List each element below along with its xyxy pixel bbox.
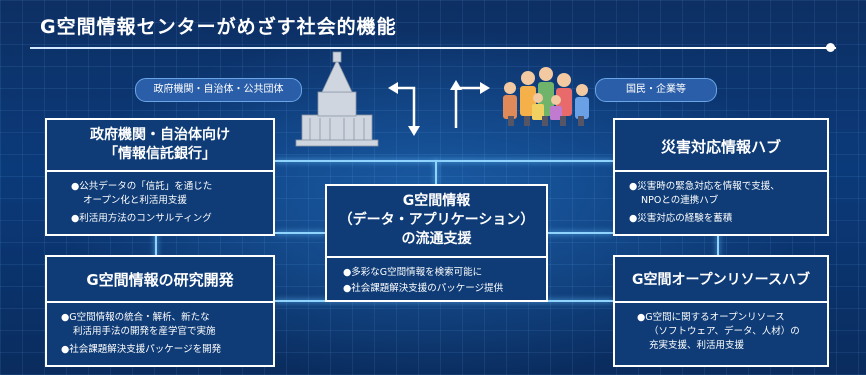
bullet-item: ●災害時の緊急対応を情報で支援、 (629, 181, 780, 192)
bullet-item: NPOとの連携ハブ (641, 195, 719, 206)
bullet-item: オープン化と利活用支援 (83, 195, 187, 206)
connector-center-left (275, 232, 325, 234)
title-underline (30, 47, 836, 49)
bullet-item: ●利活用方法のコンサルティング (71, 213, 212, 224)
box-title: G空間オープンリソースハブ (632, 272, 810, 288)
box-divider (47, 301, 273, 303)
box-title-line2: 「情報信託銀行」 (104, 146, 216, 162)
box-bullets: ●G空間に関するオープンリソース （ソフトウェア、データ、人材）の 充実支援、利… (637, 311, 800, 353)
bullet-item: 利活用手法の開発を産学官で実施 (73, 326, 216, 337)
box-divider (327, 256, 546, 258)
box-open-resource-hub: G空間オープンリソースハブ ●G空間に関するオープンリソース （ソフトウェア、デ… (613, 255, 829, 367)
bullet-item: ●多彩なG空間情報を検索可能に (343, 267, 483, 278)
box-title: G空間情報 （データ・アプリケーション） の流通支援 (327, 192, 546, 249)
bullet-item: ●災害対応の経験を蓄積 (629, 213, 733, 224)
box-title-line1: G空間情報 (402, 193, 471, 209)
bullet-item: ●G空間情報の統合・解析、新たな (61, 312, 210, 323)
box-disaster-response-hub: 災害対応情報ハブ ●災害時の緊急対応を情報で支援、 NPOとの連携ハブ ●災害対… (613, 118, 829, 236)
box-divider (615, 301, 827, 303)
bullet-item: ●社会課題解決支援パッケージを開発 (61, 344, 222, 355)
box-gov-information-trust-bank: 政府機関・自治体向け 「情報信託銀行」 ●公共データの「信託」を通じた オープン… (45, 118, 275, 236)
bullet-item: ●社会課題解決支援のパッケージ提供 (343, 283, 504, 294)
title-underline-dot (826, 43, 835, 52)
label-citizens-companies: 国民・企業等 (595, 78, 717, 102)
connector-center-right (548, 232, 613, 234)
bullet-item: ●G空間に関するオープンリソース (637, 312, 785, 323)
bullet-item: （ソフトウェア、データ、人材）の (649, 326, 800, 337)
bullet-item: ●公共データの「信託」を通じた (71, 181, 213, 192)
box-bullets: ●多彩なG空間情報を検索可能に ●社会課題解決支援のパッケージ提供 (343, 266, 503, 296)
box-title-line2: （データ・アプリケーション） (338, 212, 535, 228)
box-title-line3: の流通支援 (401, 231, 472, 247)
box-distribution-support: G空間情報 （データ・アプリケーション） の流通支援 ●多彩なG空間情報を検索可… (325, 184, 548, 302)
box-bullets: ●公共データの「信託」を通じた オープン化と利活用支援 ●利活用方法のコンサルテ… (71, 180, 212, 226)
box-research-development: G空間情報の研究開発 ●G空間情報の統合・解析、新たな 利活用手法の開発を産学官… (45, 255, 275, 367)
diagram-title: G空間情報センターがめざす社会的機能 (40, 16, 397, 38)
bullet-item: 充実支援、利活用支援 (649, 340, 745, 351)
box-title-line1: 政府機関・自治体向け (90, 127, 230, 143)
box-title: G空間情報の研究開発 (86, 271, 234, 289)
box-bullets: ●G空間情報の統合・解析、新たな 利活用手法の開発を産学官で実施 ●社会課題解決… (61, 311, 221, 357)
box-divider (615, 170, 827, 172)
connector-center-top (435, 160, 437, 184)
label-government: 政府機関・自治体・公共団体 (135, 78, 302, 102)
box-bullets: ●災害時の緊急対応を情報で支援、 NPOとの連携ハブ ●災害対応の経験を蓄積 (629, 180, 780, 226)
box-title: 政府機関・自治体向け 「情報信託銀行」 (47, 126, 273, 164)
connector-top-horizontal (275, 160, 613, 162)
box-title: 災害対応情報ハブ (660, 138, 781, 156)
box-divider (47, 170, 273, 172)
